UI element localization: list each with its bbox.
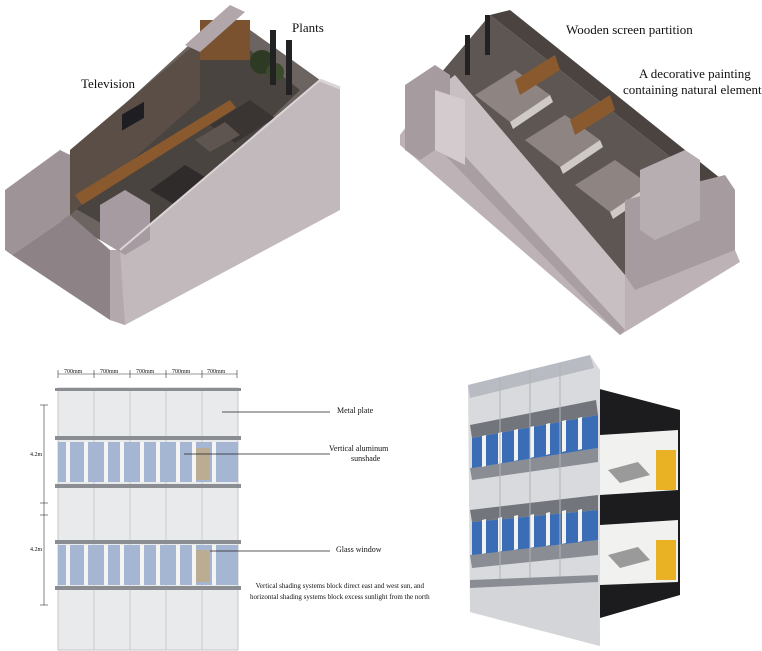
room-1-render: Television Plants (0, 0, 350, 330)
label-plants: Plants (292, 20, 324, 35)
label-painting: A decorative painting containing natural… (623, 66, 762, 98)
label-metal-plate: Metal plate (337, 406, 374, 415)
facade-elevation: 700mm 700mm 700mm 700mm 700mm 4.2m 4.2m … (0, 350, 470, 651)
dim-height-1: 4.2m (30, 452, 43, 458)
dim-width-1: 700mm (64, 369, 83, 375)
label-television: Television (81, 76, 135, 91)
shading-note-line1: Vertical shading systems block direct ea… (255, 582, 424, 590)
label-painting-line1: A decorative painting (638, 66, 751, 81)
label-wooden-screen: Wooden screen partition (566, 22, 693, 37)
room-2-render: Wooden screen partition A decorative pai… (395, 0, 762, 340)
dim-width-3: 700mm (136, 369, 155, 375)
dim-height-2: 4.2m (30, 547, 43, 553)
dim-width-2: 700mm (100, 369, 119, 375)
label-sunshade-line2: sunshade (351, 454, 381, 463)
facade-3d-section (460, 350, 762, 651)
label-sunshade-line1: Vertical aluminum (329, 444, 389, 453)
label-glass-window: Glass window (336, 545, 382, 554)
label-painting-line2: containing natural elements (623, 82, 762, 97)
label-sunshade: Vertical aluminum sunshade (329, 444, 388, 464)
shading-note: Vertical shading systems block direct ea… (250, 581, 430, 603)
shading-note-line2: horizontal shading systems block excess … (250, 593, 430, 601)
dim-width-5: 700mm (207, 369, 226, 375)
dim-width-4: 700mm (172, 369, 191, 375)
